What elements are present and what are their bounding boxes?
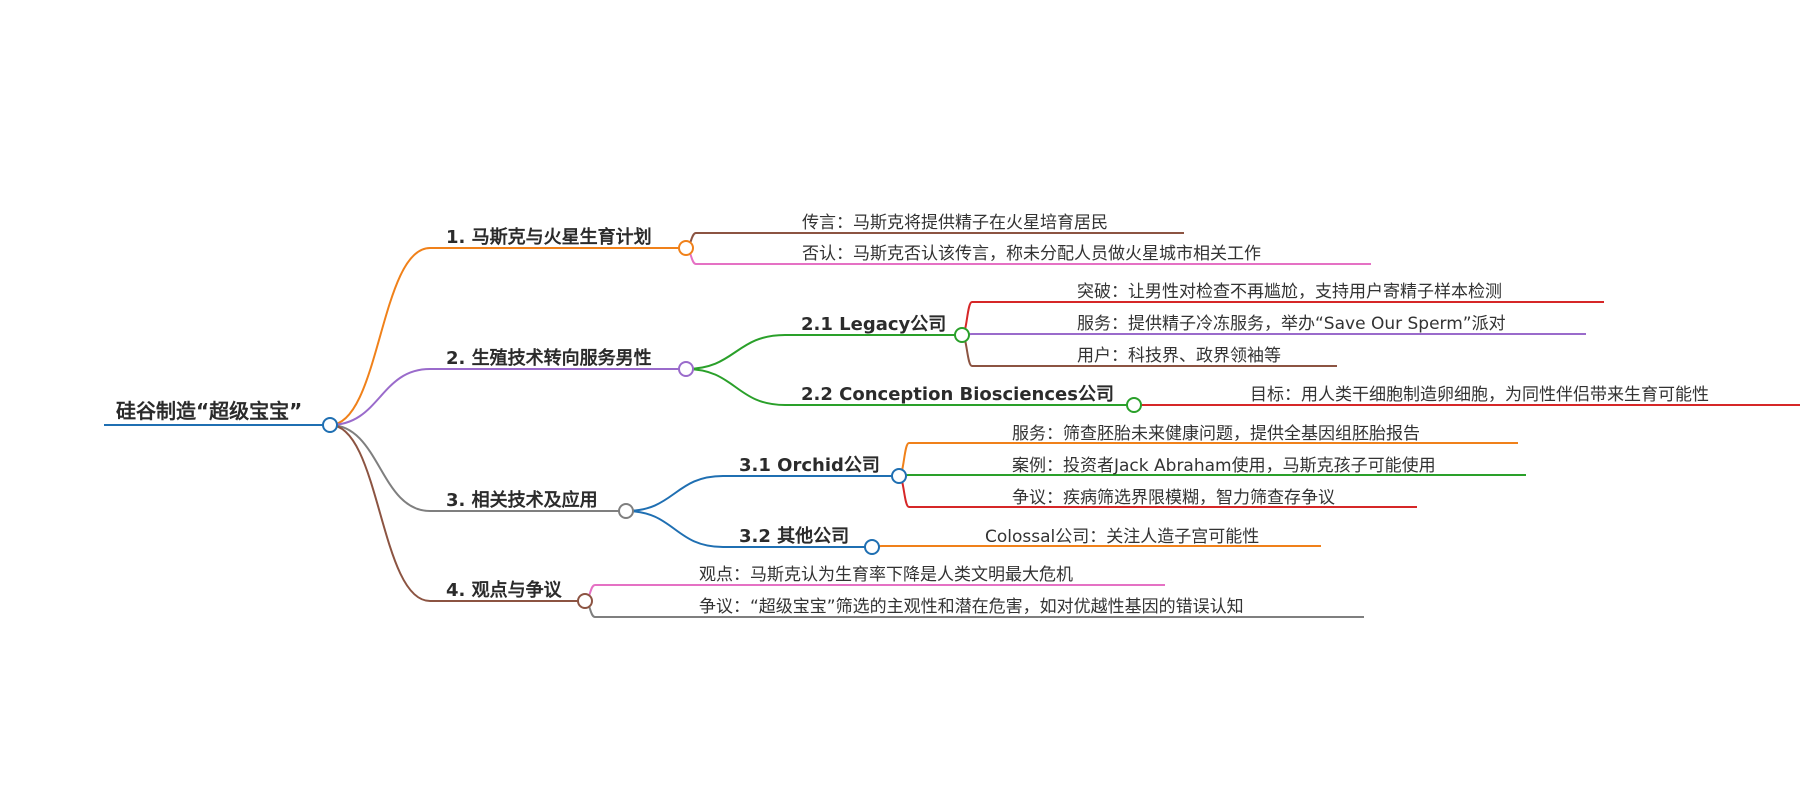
- root-topic[interactable]: 硅谷制造“超级宝宝”: [116, 399, 302, 423]
- collapse-toggle-2-1[interactable]: [954, 327, 970, 343]
- branch-connector-3: [329, 424, 431, 512]
- leaf-topic-4-2[interactable]: 争议：“超级宝宝”筛选的主观性和潜在危害，如对优越性基因的错误认知: [699, 597, 1244, 617]
- leaf-topic-3-1-1[interactable]: 服务：筛查胚胎未来健康问题，提供全基因组胚胎报告: [1012, 424, 1420, 444]
- collapse-toggle-1[interactable]: [678, 240, 694, 256]
- leaf-topic-3-2-1[interactable]: Colossal公司：关注人造子宫可能性: [985, 527, 1259, 547]
- subtopic-connector-2-1: [685, 334, 786, 370]
- collapse-toggle-3-2[interactable]: [864, 539, 880, 555]
- leaf-topic-1-2[interactable]: 否认：马斯克否认该传言，称未分配人员做火星城市相关工作: [802, 244, 1261, 264]
- leaf-topic-1-1[interactable]: 传言：马斯克将提供精子在火星培育居民: [802, 213, 1108, 233]
- branch-connector-2: [329, 368, 431, 426]
- leaf-topic-4-1[interactable]: 观点：马斯克认为生育率下降是人类文明最大危机: [699, 565, 1073, 585]
- subtopic-3-2[interactable]: 3.2 其他公司: [739, 525, 849, 547]
- collapse-toggle-3-1[interactable]: [891, 468, 907, 484]
- subtopic-connector-2-2: [685, 368, 786, 406]
- branch-topic-3[interactable]: 3. 相关技术及应用: [446, 489, 598, 511]
- subtopic-2-2[interactable]: 2.2 Conception Biosciences公司: [801, 384, 1114, 405]
- leaf-topic-3-1-2[interactable]: 案例：投资者Jack Abraham使用，马斯克孩子可能使用: [1012, 455, 1436, 476]
- branch-topic-4[interactable]: 4. 观点与争议: [446, 579, 563, 601]
- collapse-toggle-3[interactable]: [618, 503, 634, 519]
- subtopic-connector-3-1: [625, 475, 724, 512]
- branch-connector-4: [329, 424, 431, 602]
- subtopic-connector-3-2: [625, 510, 724, 548]
- leaf-topic-2-2-1[interactable]: 目标：用人类干细胞制造卵细胞，为同性伴侣带来生育可能性: [1250, 385, 1709, 405]
- branch-connector-1: [329, 247, 431, 426]
- leaf-topic-2-1-3[interactable]: 用户：科技界、政界领袖等: [1077, 346, 1281, 366]
- collapse-toggle-2[interactable]: [678, 361, 694, 377]
- branch-topic-1[interactable]: 1. 马斯克与火星生育计划: [446, 226, 652, 248]
- leaf-topic-3-1-3[interactable]: 争议：疾病筛选界限模糊，智力筛查存争议: [1012, 488, 1335, 508]
- leaf-topic-2-1-2[interactable]: 服务：提供精子冷冻服务，举办“Save Our Sperm”派对: [1077, 314, 1506, 334]
- root-collapse-toggle[interactable]: [322, 417, 338, 433]
- leaf-topic-2-1-1[interactable]: 突破：让男性对检查不再尴尬，支持用户寄精子样本检测: [1077, 282, 1502, 302]
- branch-topic-2[interactable]: 2. 生殖技术转向服务男性: [446, 347, 652, 369]
- collapse-toggle-4[interactable]: [577, 593, 593, 609]
- subtopic-3-1[interactable]: 3.1 Orchid公司: [739, 455, 880, 476]
- subtopic-2-1[interactable]: 2.1 Legacy公司: [801, 314, 946, 335]
- collapse-toggle-2-2[interactable]: [1126, 397, 1142, 413]
